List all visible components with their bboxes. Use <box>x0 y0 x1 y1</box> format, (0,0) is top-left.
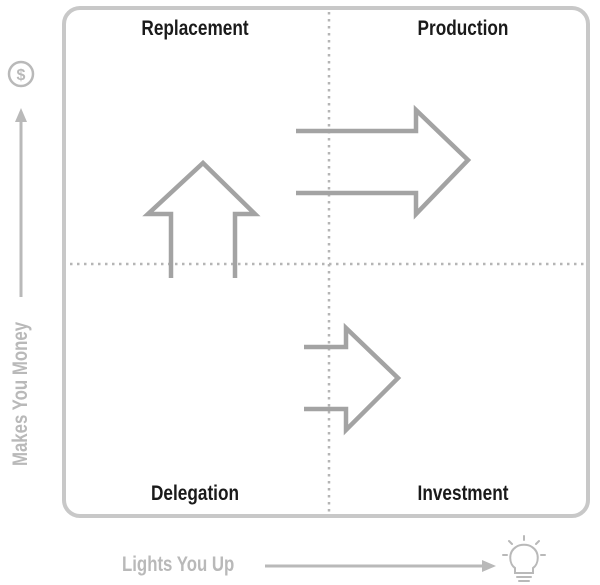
quadrant-label-production: Production <box>417 17 509 40</box>
dollar-circle-icon: $ <box>7 60 35 88</box>
lightbulb-icon <box>502 535 546 582</box>
right-arrow-small <box>304 322 402 436</box>
x-axis-label: Lights You Up <box>122 553 235 576</box>
y-axis-arrowhead <box>15 108 27 122</box>
right-arrow-large <box>296 104 472 220</box>
up-arrow <box>142 159 261 278</box>
y-axis-label: Makes You Money <box>9 321 32 467</box>
quadrant-label-delegation: Delegation <box>150 482 240 505</box>
matrix-frame <box>62 6 590 518</box>
quadrant-label-investment: Investment <box>417 482 509 505</box>
quadrant-label-replacement: Replacement <box>141 17 249 40</box>
svg-text:$: $ <box>17 67 26 84</box>
x-axis-arrowhead <box>482 560 496 572</box>
